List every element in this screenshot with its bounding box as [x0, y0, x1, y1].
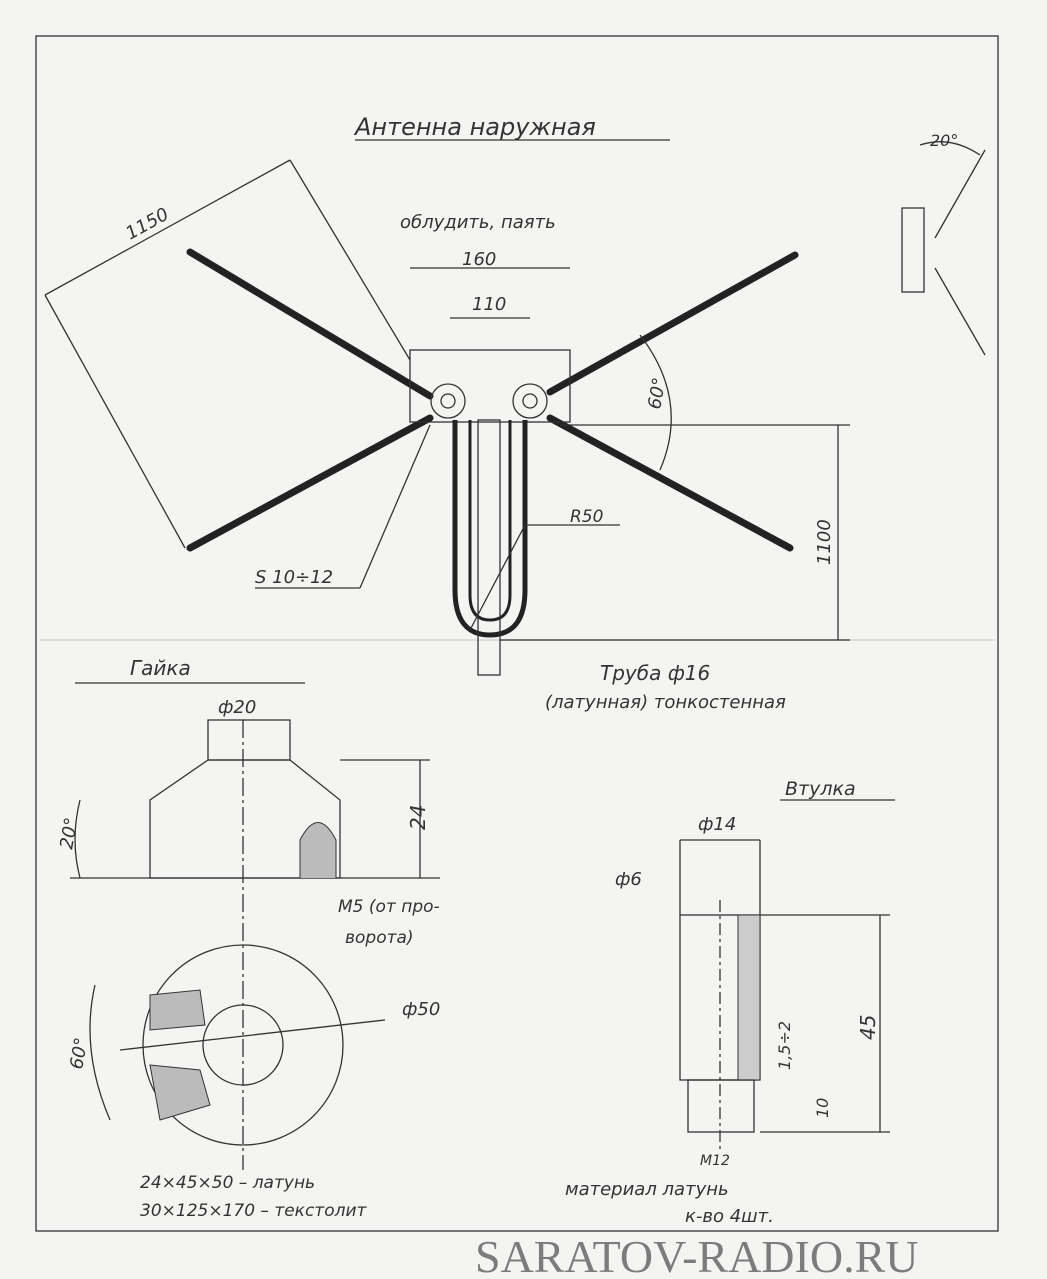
- tube-description: (латунная) тонкостенная: [545, 692, 786, 713]
- bushing-gap: 1,5÷2: [775, 1021, 794, 1070]
- bushing-title: Втулка: [785, 778, 856, 800]
- nut-title: Гайка: [130, 656, 191, 680]
- dim-160: 160: [462, 249, 496, 270]
- r50-label: R50: [570, 507, 603, 527]
- watermark: SARATOV-RADIO.RU: [475, 1231, 918, 1279]
- nut-m5-line1: М5 (от про-: [338, 897, 440, 917]
- bushing-qty: к-во 4шт.: [685, 1206, 774, 1227]
- frame-border: [35, 35, 999, 1232]
- s-range-label: S 10÷12: [255, 567, 333, 588]
- bushing-h10: 10: [813, 1098, 832, 1118]
- tube-label: Труба ф16: [600, 661, 710, 685]
- bushing-h45: 45: [856, 1015, 880, 1040]
- dim-110: 110: [472, 294, 506, 315]
- nut-material-1: 24×45×50 – латунь: [140, 1173, 315, 1193]
- bushing-material: материал латунь: [565, 1179, 729, 1200]
- bushing-d14: ф14: [698, 814, 736, 835]
- nut-drawing: [70, 719, 440, 1170]
- nut-material-2: 30×125×170 – текстолит: [140, 1201, 368, 1221]
- side-angle-20: 20°: [930, 131, 958, 150]
- bushing-d6: ф6: [615, 869, 642, 890]
- nut-d50: ф50: [402, 999, 440, 1020]
- solder-note: облудить, паять: [400, 212, 556, 233]
- dim-1100: 1100: [814, 519, 835, 565]
- antenna-main-view: [44, 159, 850, 676]
- bushing-m12: М12: [700, 1153, 730, 1169]
- nut-h24: 24: [406, 805, 430, 830]
- drawing-title: Антенна наружная: [353, 113, 596, 141]
- bushing-drawing: [679, 839, 890, 1150]
- nut-m5-line2: ворота): [345, 928, 414, 948]
- side-view: [901, 141, 986, 356]
- nut-d20: ф20: [218, 697, 256, 718]
